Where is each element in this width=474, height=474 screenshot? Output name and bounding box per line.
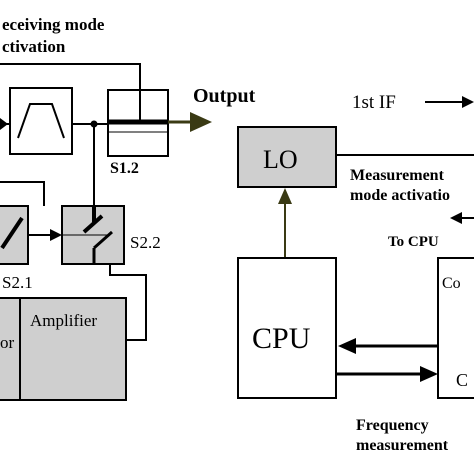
cpu-to-lo-arrow-head xyxy=(278,188,292,204)
first-if-label: 1st IF xyxy=(352,92,396,113)
lo-box xyxy=(237,126,337,188)
s21-feed-line xyxy=(0,181,45,206)
counter-label-fragment-2: C xyxy=(456,370,468,390)
cpu-label: CPU xyxy=(252,322,311,355)
cpu-box xyxy=(237,257,337,399)
amplifier-label: Amplifier xyxy=(30,311,97,330)
frequency-label-line1: Frequency xyxy=(356,417,429,434)
filter-input-arrow xyxy=(0,118,8,130)
output-arrow-head xyxy=(190,112,212,132)
frequency-label-line2: measurement xyxy=(356,437,449,454)
switch-s22-lever2 xyxy=(93,230,113,250)
first-if-arrow-head xyxy=(462,96,474,108)
measurement-label-line1: Measurement xyxy=(350,167,445,184)
to-cpu-label: To CPU xyxy=(388,234,439,250)
bandpass-filter-icon xyxy=(17,103,65,139)
partial-left-label: or xyxy=(0,333,15,352)
switch-s21-label: S2.1 xyxy=(2,273,33,292)
switch-s12-label: S1.2 xyxy=(110,160,139,177)
receiving-mode-label-line1: eceiving mode xyxy=(2,15,105,34)
measurement-label-line2: mode activatio xyxy=(350,187,450,204)
cpu-to-counter-arrow-head xyxy=(420,366,438,382)
amplifier-box xyxy=(19,297,127,401)
counter-label-fragment: Co xyxy=(442,275,461,292)
receiving-control-line xyxy=(0,63,141,92)
bandpass-filter-box xyxy=(9,87,73,155)
amplifier-feedback-line xyxy=(109,264,147,341)
counter-to-cpu-arrow-head xyxy=(338,338,356,354)
receiving-mode-label-line2: ctivation xyxy=(2,37,66,56)
switch-s22-label: S2.2 xyxy=(130,233,161,252)
lo-label: LO xyxy=(263,145,298,174)
switch-s22-lever xyxy=(82,214,104,234)
switch-s21-box xyxy=(0,205,29,265)
s21-to-s22-arrow-head xyxy=(50,229,62,241)
output-label: Output xyxy=(193,85,256,107)
measurement-arrow-head xyxy=(450,212,462,224)
switch-s21-lever xyxy=(0,216,24,250)
counter-box-partial xyxy=(437,257,474,399)
